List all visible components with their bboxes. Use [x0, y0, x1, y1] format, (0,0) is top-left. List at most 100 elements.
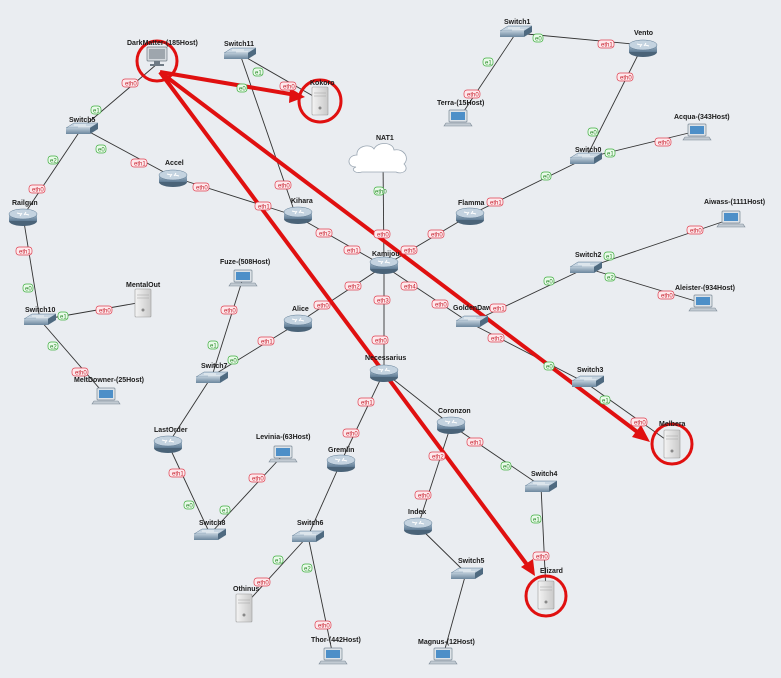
node-label: Switch1: [504, 19, 531, 26]
laptop-icon: [228, 269, 258, 287]
node-nat1[interactable]: NAT1: [348, 135, 407, 174]
port-tag: e1: [530, 514, 542, 524]
port-tag: e1: [252, 67, 264, 77]
highlight-ring: [650, 422, 694, 466]
port-tag: eth2: [315, 228, 333, 238]
node-label: DarkMatter-(185Host): [127, 40, 198, 47]
svg-text:e1: e1: [255, 71, 262, 77]
svg-text:eth3: eth3: [377, 299, 389, 305]
node-switch10[interactable]: Switch10: [23, 307, 57, 326]
node-kokoro[interactable]: Kokoro: [297, 78, 343, 124]
node-othinus[interactable]: Othinus: [233, 586, 260, 623]
node-alice[interactable]: Alice: [283, 306, 313, 333]
port-tag: eth0: [630, 417, 648, 427]
node-gremlin[interactable]: Gremlin: [326, 447, 356, 473]
highlight-ring: [524, 574, 568, 618]
router-icon: [283, 314, 313, 333]
svg-text:e0: e0: [186, 504, 193, 510]
node-terra[interactable]: Terra-(15Host): [437, 100, 484, 127]
svg-text:e0: e0: [239, 87, 246, 93]
node-switch0[interactable]: Switch0: [569, 147, 603, 165]
node-thor[interactable]: Thor-(442Host): [311, 637, 361, 665]
svg-text:eth0: eth0: [99, 309, 111, 315]
node-switch8[interactable]: Switch8: [193, 520, 227, 541]
svg-text:eth0: eth0: [536, 555, 548, 561]
laptop-icon: [318, 647, 348, 665]
node-goldendawn[interactable]: GoldenDawn: [453, 305, 496, 328]
node-label: Switch6: [297, 520, 324, 527]
svg-text:eth0: eth0: [125, 82, 137, 88]
node-switch5[interactable]: Switch5: [65, 117, 99, 135]
node-necessarius[interactable]: Necessarius: [365, 355, 406, 383]
svg-text:eth1: eth1: [347, 249, 359, 255]
switch-icon: [291, 530, 325, 543]
node-label: Fuze-(508Host): [220, 259, 270, 266]
node-switch2[interactable]: Switch2: [569, 252, 603, 274]
node-darkmatter[interactable]: DarkMatter-(185Host): [127, 39, 198, 83]
router-icon: [403, 517, 433, 536]
node-aiwass[interactable]: Aiwass-(1111Host): [704, 199, 765, 228]
node-label: Switch4: [531, 471, 558, 478]
node-label: Necessarius: [365, 355, 406, 362]
node-aleister[interactable]: Aleister-(934Host): [675, 285, 735, 312]
node-meltdowner[interactable]: MeltDowner-(25Host): [74, 377, 144, 405]
svg-text:eth0: eth0: [658, 141, 670, 147]
svg-text:eth0: eth0: [375, 339, 387, 345]
port-tag: eth0: [220, 305, 238, 315]
node-acqua[interactable]: Acqua-(343Host): [674, 114, 730, 141]
server-icon: [235, 593, 253, 623]
svg-text:eth0: eth0: [435, 303, 447, 309]
svg-text:eth0: eth0: [620, 76, 632, 82]
port-tag: e2: [47, 155, 59, 165]
port-tag: eth0: [274, 180, 292, 190]
node-melbera[interactable]: Melbera: [650, 421, 694, 466]
node-index[interactable]: Index: [403, 509, 433, 536]
node-label: Switch0: [575, 147, 602, 154]
svg-text:eth0: eth0: [252, 477, 264, 483]
port-tag: eth3: [373, 295, 391, 305]
switch-icon: [455, 315, 489, 328]
port-tag: e1: [482, 57, 494, 67]
svg-text:eth0: eth0: [278, 184, 290, 190]
node-switch4[interactable]: Switch4: [524, 471, 558, 493]
node-switch11[interactable]: Switch11: [223, 41, 257, 60]
node-magnus[interactable]: Magnus-(12Host): [418, 639, 475, 665]
node-coronzon[interactable]: Coronzon: [436, 408, 471, 435]
svg-text:eth0: eth0: [257, 581, 269, 587]
port-tag: e1: [603, 251, 615, 261]
node-accel[interactable]: Accel: [158, 160, 188, 188]
node-switch7[interactable]: Switch7: [195, 363, 229, 384]
switch-icon: [569, 152, 603, 165]
node-kamijou[interactable]: Kamijou: [369, 251, 400, 275]
port-tag: eth0: [313, 300, 331, 310]
port-tag: e0: [540, 171, 552, 181]
port-tag: e0: [183, 500, 195, 510]
port-tag: eth5: [400, 245, 418, 255]
node-lastorder[interactable]: LastOrder: [153, 427, 188, 454]
port-tag: eth1: [15, 246, 33, 256]
node-levinia[interactable]: Levinia-(63Host): [256, 434, 310, 463]
node-label: Switch7: [201, 363, 228, 370]
svg-text:e1: e1: [602, 399, 609, 405]
switch-icon: [65, 122, 99, 135]
node-elizard[interactable]: Elizard: [524, 568, 568, 618]
node-railgun[interactable]: Railgun: [8, 200, 38, 227]
node-switch5-lower[interactable]: Switch5: [450, 558, 485, 580]
node-flamma[interactable]: Flamma: [455, 200, 485, 226]
node-label: NAT1: [376, 135, 394, 142]
node-vento[interactable]: Vento: [628, 30, 658, 58]
node-switch6[interactable]: Switch6: [291, 520, 325, 543]
node-switch1[interactable]: Switch1: [499, 19, 533, 38]
port-tag: eth1: [254, 201, 272, 211]
node-mentalout[interactable]: MentalOut: [126, 282, 161, 318]
node-label: Switch11: [224, 41, 254, 48]
node-kihara[interactable]: Kihara: [283, 198, 313, 225]
switch-icon: [571, 375, 605, 388]
node-fuze[interactable]: Fuze-(508Host): [220, 259, 270, 287]
node-label: Accel: [165, 160, 184, 167]
port-tag: e1: [207, 340, 219, 350]
node-switch3[interactable]: Switch3: [571, 367, 605, 388]
svg-text:eth0: eth0: [634, 421, 646, 427]
svg-text:e0: e0: [546, 365, 553, 371]
port-tag: eth1: [486, 197, 504, 207]
